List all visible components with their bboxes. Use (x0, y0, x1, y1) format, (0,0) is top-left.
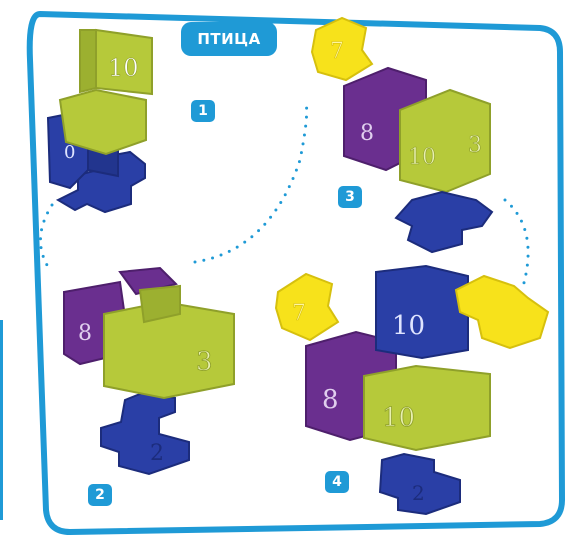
piece-digit: 10 (382, 403, 415, 433)
piece-digit: 10 (408, 145, 436, 170)
model-step-1: 0 10 (46, 28, 153, 214)
piece-digit: 7 (330, 39, 344, 64)
piece-digit: 7 (292, 301, 306, 326)
piece-digit: 10 (392, 311, 425, 341)
step-badge-2: 2 (88, 484, 112, 506)
piece-digit: 8 (78, 321, 92, 346)
step-badge-1: 1 (191, 100, 215, 122)
connector-2-3 (193, 98, 309, 264)
step-badge-4: 4 (325, 471, 349, 493)
piece-digit: 2 (150, 441, 164, 466)
piece-digit: 2 (412, 481, 425, 505)
card-frame (26, 11, 565, 535)
model-step-4: 7 8 10 10 2 (274, 264, 550, 516)
piece-digit: 8 (322, 385, 339, 415)
model-step-3: 7 8 10 3 (310, 16, 494, 254)
dotted-connectors (39, 98, 530, 292)
model-step-2: 2 8 3 (63, 266, 235, 476)
step-badge-3: 3 (338, 186, 362, 208)
piece-digit: 0 (64, 142, 75, 163)
page-title: ПТИЦА (181, 22, 277, 56)
piece-digit: 10 (108, 54, 139, 82)
connector-1-2 (39, 203, 54, 272)
connector-3-4 (503, 198, 530, 292)
piece-digit: 3 (196, 347, 213, 377)
piece-digit: 8 (360, 121, 374, 146)
piece-digit: 3 (468, 133, 482, 158)
